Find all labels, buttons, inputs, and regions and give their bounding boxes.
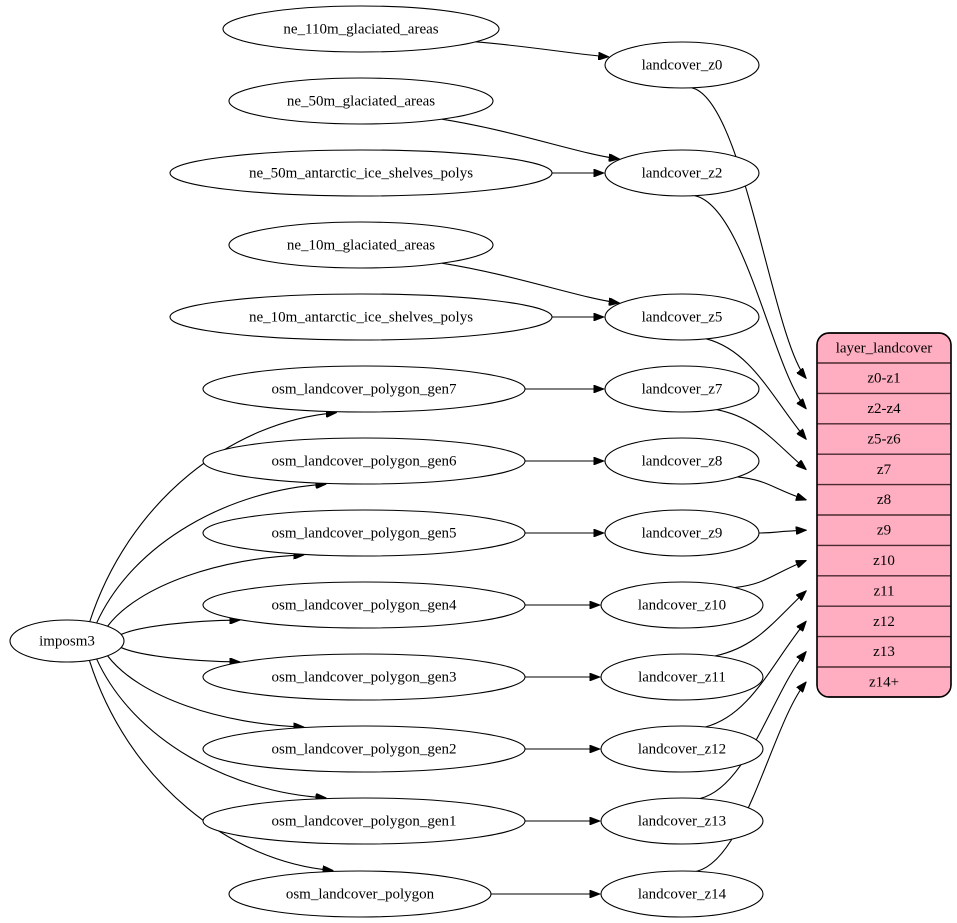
node-label: landcover_z12	[638, 741, 726, 757]
table-row-z14-[interactable]: z14+	[869, 675, 899, 691]
node-label: osm_landcover_polygon_gen6	[272, 453, 457, 469]
landcover-node-landcover_z12[interactable]: landcover_z12	[600, 725, 764, 773]
edge-landcover_z0-to-layer_landcover-z0-z1	[691, 87, 806, 378]
node-label: osm_landcover_polygon	[286, 886, 435, 902]
edge-landcover_z12-to-layer_landcover-z12	[705, 621, 806, 728]
landcover-node-landcover_z8[interactable]: landcover_z8	[604, 437, 760, 485]
node-label: osm_landcover_polygon_gen3	[272, 669, 457, 685]
landcover-node-landcover_z0[interactable]: landcover_z0	[604, 41, 760, 89]
node-label: ne_110m_glaciated_areas	[283, 21, 438, 37]
node-label: osm_landcover_polygon_gen2	[272, 741, 457, 757]
table-row-z9[interactable]: z9	[877, 523, 891, 539]
table-row-z2-z4[interactable]: z2-z4	[867, 401, 901, 417]
osm-source-node-osm_landcover_polygon_gen7[interactable]: osm_landcover_polygon_gen7	[202, 365, 526, 413]
node-label: landcover_z11	[638, 669, 726, 685]
osm-source-node-osm_landcover_polygon_gen6[interactable]: osm_landcover_polygon_gen6	[202, 437, 526, 485]
landcover-node-landcover_z14[interactable]: landcover_z14	[600, 870, 764, 918]
node-label: landcover_z5	[642, 309, 723, 325]
ne-source-node-ne_110m_glaciated_areas[interactable]: ne_110m_glaciated_areas	[222, 5, 500, 53]
node-label: osm_landcover_polygon_gen1	[272, 813, 457, 829]
edge-imposm3-to-osm_landcover_polygon	[88, 660, 332, 870]
edge-imposm3-to-osm_landcover_polygon_gen4	[120, 620, 240, 635]
edge-landcover_z13-to-layer_landcover-z13	[699, 652, 806, 800]
edge-landcover_z10-to-layer_landcover-z10	[734, 561, 806, 589]
table-row-z10[interactable]: z10	[873, 553, 895, 569]
landcover-node-landcover_z10[interactable]: landcover_z10	[600, 581, 764, 629]
node-label: landcover_z2	[642, 165, 723, 181]
edge-imposm3-to-osm_landcover_polygon_gen5	[107, 555, 304, 627]
table-row-z0-z1[interactable]: z0-z1	[867, 371, 900, 387]
node-label: landcover_z13	[638, 813, 726, 829]
landcover-node-landcover_z2[interactable]: landcover_z2	[604, 149, 760, 197]
node-label: osm_landcover_polygon_gen7	[272, 381, 457, 397]
table-row-z7[interactable]: z7	[877, 462, 892, 478]
osm-source-node-osm_landcover_polygon_gen1[interactable]: osm_landcover_polygon_gen1	[202, 797, 526, 845]
node-label: ne_10m_antarctic_ice_shelves_polys	[249, 309, 473, 325]
table-row-z11[interactable]: z11	[873, 583, 894, 599]
node-label: ne_50m_glaciated_areas	[287, 93, 435, 109]
node-label: landcover_z14	[638, 886, 727, 902]
edge-imposm3-to-osm_landcover_polygon_gen1	[96, 658, 326, 798]
edge-ne_50m_glaciated_areas-to-landcover_z2	[441, 118, 619, 159]
node-imposm3[interactable]: imposm3	[9, 619, 125, 663]
table-row-z5-z6[interactable]: z5-z6	[867, 431, 901, 447]
landcover-node-landcover_z7[interactable]: landcover_z7	[604, 365, 760, 413]
table-row-z8[interactable]: z8	[877, 492, 891, 508]
table-row-z13[interactable]: z13	[873, 644, 895, 660]
table-row-z12[interactable]: z12	[873, 614, 895, 630]
layer-landcover-table: layer_landcover z0-z1 z2-z4 z5-z6 z7 z8 z9 z10 z…	[816, 332, 952, 698]
edge-ne_10m_glaciated_areas-to-landcover_z5	[441, 262, 619, 303]
node-label: osm_landcover_polygon_gen4	[272, 597, 457, 613]
edge-layer	[88, 41, 806, 894]
edge-imposm3-to-osm_landcover_polygon_gen2	[107, 655, 304, 727]
landcover-node-landcover_z11[interactable]: landcover_z11	[600, 653, 764, 701]
ne-source-node-ne_10m_glaciated_areas[interactable]: ne_10m_glaciated_areas	[228, 221, 494, 269]
node-layer: imposm3 ne_110m_glaciated_areas ne_50m_gla…	[9, 5, 764, 918]
edge-imposm3-to-osm_landcover_polygon_gen3	[120, 647, 240, 662]
node-label: landcover_z8	[642, 453, 723, 469]
landcover-node-landcover_z9[interactable]: landcover_z9	[604, 509, 760, 557]
node-label: imposm3	[39, 633, 95, 649]
edge-landcover_z11-to-layer_landcover-z11	[714, 591, 806, 657]
edge-landcover_z8-to-layer_landcover-z8	[737, 476, 806, 500]
osm-source-node-osm_landcover_polygon_gen4[interactable]: osm_landcover_polygon_gen4	[202, 581, 526, 629]
edge-landcover_z2-to-layer_landcover-z2-z4	[694, 195, 806, 409]
edge-landcover_z9-to-layer_landcover-z9	[758, 530, 806, 533]
node-label: landcover_z7	[642, 381, 723, 397]
edge-landcover_z7-to-layer_landcover-z7	[716, 409, 806, 470]
landcover-node-landcover_z13[interactable]: landcover_z13	[600, 797, 764, 845]
table-header-label: layer_landcover	[836, 340, 933, 356]
edge-ne_110m_glaciated_areas-to-landcover_z0	[475, 41, 608, 57]
ne-source-node-ne_10m_antarctic_ice_shelves_polys[interactable]: ne_10m_antarctic_ice_shelves_polys	[169, 293, 553, 341]
edge-imposm3-to-osm_landcover_polygon_gen7	[89, 413, 336, 622]
node-label: landcover_z10	[638, 597, 726, 613]
node-label: ne_10m_glaciated_areas	[287, 237, 435, 253]
edge-landcover_z14-to-layer_landcover-z14-	[696, 682, 806, 872]
ne-source-node-ne_50m_antarctic_ice_shelves_polys[interactable]: ne_50m_antarctic_ice_shelves_polys	[169, 149, 553, 197]
edge-imposm3-to-osm_landcover_polygon_gen6	[96, 484, 326, 624]
osm-source-node-osm_landcover_polygon[interactable]: osm_landcover_polygon	[228, 870, 492, 918]
edge-landcover_z5-to-layer_landcover-z5-z6	[706, 338, 806, 439]
osm-source-node-osm_landcover_polygon_gen5[interactable]: osm_landcover_polygon_gen5	[202, 509, 526, 557]
node-label: ne_50m_antarctic_ice_shelves_polys	[249, 165, 473, 181]
osm-source-node-osm_landcover_polygon_gen3[interactable]: osm_landcover_polygon_gen3	[202, 653, 526, 701]
node-label: landcover_z0	[642, 57, 723, 73]
osm-source-node-osm_landcover_polygon_gen2[interactable]: osm_landcover_polygon_gen2	[202, 725, 526, 773]
ne-source-node-ne_50m_glaciated_areas[interactable]: ne_50m_glaciated_areas	[228, 77, 494, 125]
node-label: osm_landcover_polygon_gen5	[272, 525, 457, 541]
node-label: landcover_z9	[642, 525, 723, 541]
landcover-node-landcover_z5[interactable]: landcover_z5	[604, 293, 760, 341]
